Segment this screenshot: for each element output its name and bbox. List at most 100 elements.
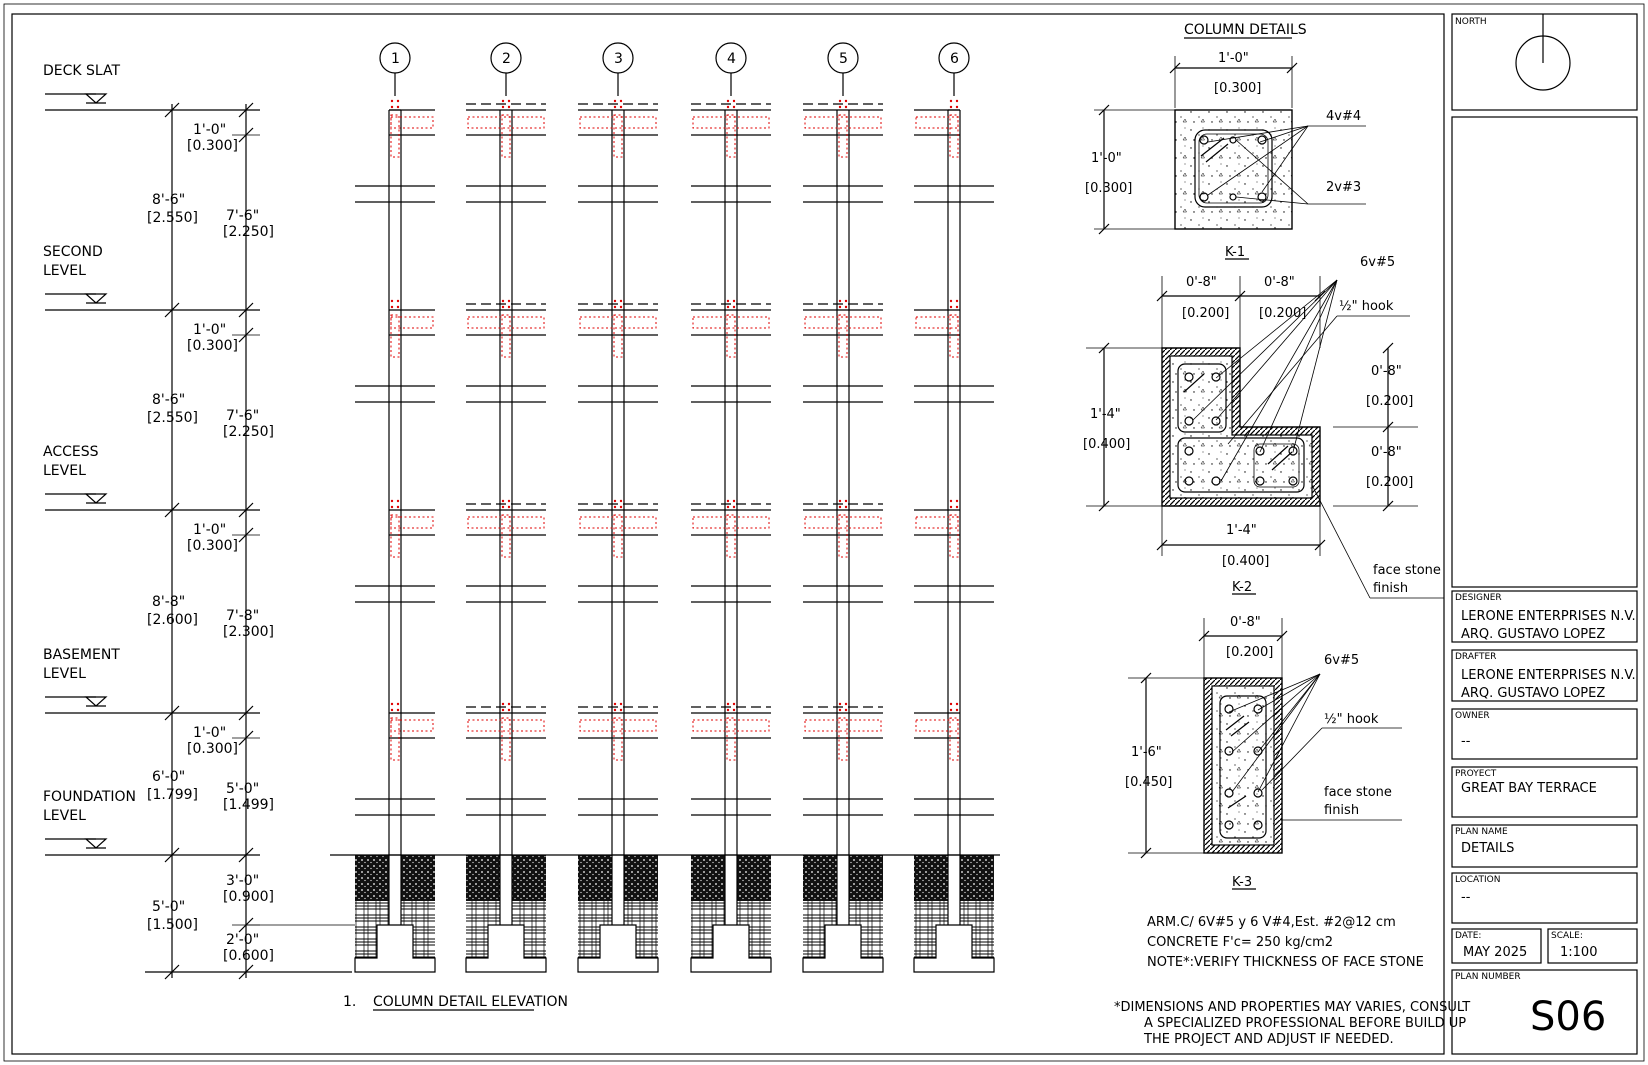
k2-right-bot-ft: 0'-8" xyxy=(1371,445,1402,460)
column-tag: 5 xyxy=(839,51,848,67)
dim-right-m: [0.900] xyxy=(223,889,274,905)
column-tag: 3 xyxy=(614,51,623,67)
k3-rebar: 6v#5 xyxy=(1324,653,1359,668)
dim-right-m: [0.300] xyxy=(187,338,238,354)
k2-bottom-ft: 1'-4" xyxy=(1226,523,1257,538)
k3-finish-1: face stone xyxy=(1324,785,1392,800)
north-box xyxy=(1451,13,1638,111)
note-3: NOTE*:VERIFY THICKNESS OF FACE STONE xyxy=(1147,955,1424,970)
notes-box xyxy=(1451,116,1638,588)
column-elevation: 6 xyxy=(913,42,995,973)
k2-top-right-m: [0.200] xyxy=(1259,306,1306,321)
column-elevation: 1 xyxy=(354,42,436,973)
disclaimer-1: *DIMENSIONS AND PROPERTIES MAY VARIES, C… xyxy=(1114,1000,1470,1015)
scale-box xyxy=(1547,928,1638,964)
k2-rebar: 6v#5 xyxy=(1360,255,1395,270)
k1-height-ft: 1'-0" xyxy=(1091,151,1122,166)
disclaimer-2: A SPECIALIZED PROFESSIONAL BEFORE BUILD … xyxy=(1144,1016,1466,1031)
dim-right-m: [2.300] xyxy=(223,624,274,640)
level-label-2: LEVEL xyxy=(43,808,86,824)
disclaimer-3: THE PROJECT AND ADJUST IF NEEDED. xyxy=(1143,1032,1394,1047)
k1-height-m: [0.300] xyxy=(1085,181,1132,196)
owner-label: OWNER xyxy=(1455,711,1490,721)
level-triangle-icon xyxy=(84,696,108,707)
k2-right-bot-m: [0.200] xyxy=(1366,475,1413,490)
level-marker: FOUNDATION LEVEL xyxy=(43,789,260,856)
column-tag: 6 xyxy=(950,51,959,67)
date-value: MAY 2025 xyxy=(1463,945,1527,960)
k3-top-ft: 0'-8" xyxy=(1230,615,1261,630)
owner-value: -- xyxy=(1461,734,1471,749)
level-triangle-icon xyxy=(84,493,108,504)
k1-rebar-sec: 2v#3 xyxy=(1326,180,1361,195)
column-elevation: 2 xyxy=(465,42,547,973)
column-tag: 2 xyxy=(502,51,511,67)
drafter-line-2: ARQ. GUSTAVO LOPEZ xyxy=(1461,686,1605,701)
k1-width-ft: 1'-0" xyxy=(1218,51,1249,66)
dim-right-ft: 3'-0" xyxy=(226,873,259,889)
detail-k3: 0'-8" [0.200] 1'-6" [0.450] 6v#5 ½" hook xyxy=(1125,615,1402,890)
dim-left-m: [2.600] xyxy=(147,612,198,628)
level-triangle-icon xyxy=(84,838,108,849)
scale-value: 1:100 xyxy=(1560,945,1597,960)
location-value: -- xyxy=(1461,890,1471,905)
drawing-frame xyxy=(11,13,1445,1055)
note-1: ARM.C/ 6V#5 y 6 V#4,Est. #2@12 cm xyxy=(1147,915,1396,930)
level-label-2: LEVEL xyxy=(43,463,86,479)
dim-left-m: [1.799] xyxy=(147,787,198,803)
details-title: COLUMN DETAILS xyxy=(1184,22,1307,38)
dim-right-ft: 7'-8" xyxy=(226,608,259,624)
k2-bottom-m: [0.400] xyxy=(1222,554,1269,569)
level-label: FOUNDATION xyxy=(43,789,136,805)
dim-right-ft: 2'-0" xyxy=(226,932,259,948)
drafter-box xyxy=(1451,649,1638,702)
location-box xyxy=(1451,872,1638,924)
column-tag: 1 xyxy=(391,51,400,67)
dim-left-ft: 6'-0" xyxy=(152,769,185,785)
dim-right-m: [0.300] xyxy=(187,741,238,757)
k3-left-ft: 1'-6" xyxy=(1131,745,1162,760)
designer-line-2: ARQ. GUSTAVO LOPEZ xyxy=(1461,627,1605,642)
k2-finish-2: finish xyxy=(1373,581,1408,596)
title-block: NORTH DESIGNER LERONE ENTERPRISES N.V. A… xyxy=(1451,13,1638,1055)
dim-right-m: [2.250] xyxy=(223,424,274,440)
k3-hook: ½" hook xyxy=(1324,712,1379,727)
dim-right-m: [0.300] xyxy=(187,538,238,554)
level-markers: DECK SLATSECONDLEVELACCESSLEVELBASEMENTL… xyxy=(43,63,260,856)
detail-k2: 0'-8" [0.200] 0'-8" [0.200] 1'-4" [0.400… xyxy=(1083,255,1444,599)
elevation-number: 1. xyxy=(343,994,356,1010)
k2-name: K-2 xyxy=(1232,580,1252,595)
dim-left-m: [2.550] xyxy=(147,410,198,426)
dim-left-m: [2.550] xyxy=(147,210,198,226)
level-triangle-icon xyxy=(84,293,108,304)
k3-name: K-3 xyxy=(1232,875,1252,890)
plan-number-label: PLAN NUMBER xyxy=(1455,972,1521,982)
dim-right-m: [0.600] xyxy=(223,948,274,964)
k2-top-left-m: [0.200] xyxy=(1182,306,1229,321)
level-label: BASEMENT xyxy=(43,647,120,663)
drafter-line-1: LERONE ENTERPRISES N.V. xyxy=(1461,668,1636,683)
k1-width-m: [0.300] xyxy=(1214,81,1261,96)
level-label-2: LEVEL xyxy=(43,263,86,279)
level-label: DECK SLAT xyxy=(43,63,121,79)
date-box xyxy=(1451,928,1542,964)
dim-right-m: [0.300] xyxy=(187,138,238,154)
location-label: LOCATION xyxy=(1455,875,1501,885)
project-box xyxy=(1451,766,1638,818)
level-triangle-icon xyxy=(84,93,108,104)
plan-name-box xyxy=(1451,824,1638,868)
dim-right-ft: 1'-0" xyxy=(193,322,226,338)
k2-hook: ½" hook xyxy=(1339,299,1394,314)
dim-left-m: [1.500] xyxy=(147,917,198,933)
k1-name: K-1 xyxy=(1225,245,1245,260)
designer-label: DESIGNER xyxy=(1455,593,1502,603)
plan-number-box xyxy=(1451,969,1638,1055)
project-label: PROYECT xyxy=(1455,769,1497,779)
date-label: DATE: xyxy=(1455,931,1481,941)
plan-name-value: DETAILS xyxy=(1461,841,1514,856)
dim-right-ft: 5'-0" xyxy=(226,781,259,797)
dim-left-ft: 8'-6" xyxy=(152,192,185,208)
designer-line-1: LERONE ENTERPRISES N.V. xyxy=(1461,609,1636,624)
